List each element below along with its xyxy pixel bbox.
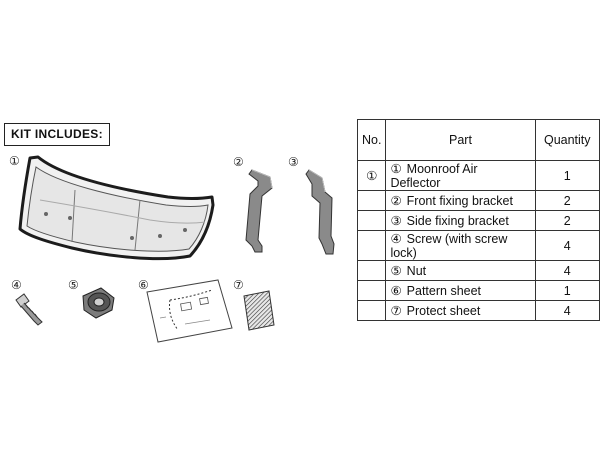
row-part-name: Screw (with screw lock) (390, 232, 508, 260)
row-quantity: 4 (534, 260, 600, 281)
row-no (356, 230, 387, 261)
row-part-name: Nut (406, 264, 427, 278)
row-part-name: Moonroof Air Deflector (390, 162, 478, 190)
nut-illustration (82, 287, 115, 319)
row-part-number: ④ (390, 231, 402, 246)
callout-3: ③ (288, 155, 299, 169)
row-no (356, 300, 387, 321)
row-quantity: 1 (534, 160, 600, 191)
screw-illustration (15, 293, 43, 326)
row-no (356, 280, 387, 301)
header-quantity: Quantity (534, 119, 600, 161)
callout-4: ④ (11, 278, 22, 292)
row-no (356, 210, 387, 231)
row-part-number: ⑦ (390, 303, 402, 318)
row-no: ① (356, 160, 387, 191)
front-bracket-illustration (245, 169, 273, 253)
row-quantity: 4 (534, 230, 600, 261)
row-part: ② Front fixing bracket (385, 190, 536, 211)
callout-5: ⑤ (68, 278, 79, 292)
table-header-row: No. Part Quantity (356, 119, 600, 161)
row-part-number: ② (390, 193, 402, 208)
row-part-name: Pattern sheet (406, 284, 482, 298)
row-part-number: ⑤ (390, 263, 402, 278)
row-quantity: 4 (534, 300, 600, 321)
protect-sheet-illustration (243, 290, 275, 331)
row-part-name: Front fixing bracket (406, 194, 513, 208)
row-part: ⑤ Nut (385, 260, 536, 281)
table-row: ⑦ Protect sheet 4 (356, 300, 600, 321)
header-part: Part (385, 119, 536, 161)
row-part-number: ⑥ (390, 283, 402, 298)
callout-1: ① (9, 154, 20, 168)
callout-2: ② (233, 155, 244, 169)
row-part: ③ Side fixing bracket (385, 210, 536, 231)
row-part-name: Protect sheet (406, 304, 481, 318)
side-bracket-illustration (305, 169, 335, 255)
row-part: ⑦ Protect sheet (385, 300, 536, 321)
row-no (356, 260, 387, 281)
table-row: ⑥ Pattern sheet 1 (356, 280, 600, 301)
table-row: ② Front fixing bracket 2 (356, 190, 600, 211)
row-quantity: 2 (534, 210, 600, 231)
row-quantity: 2 (534, 190, 600, 211)
kit-includes-label: KIT INCLUDES: (4, 123, 110, 146)
header-no: No. (356, 119, 387, 161)
table-row: ⑤ Nut 4 (356, 260, 600, 281)
callout-7: ⑦ (233, 278, 244, 292)
row-part-name: Side fixing bracket (406, 214, 509, 228)
row-part: ⑥ Pattern sheet (385, 280, 536, 301)
pattern-sheet-illustration (146, 279, 233, 343)
row-part-number: ③ (390, 213, 402, 228)
row-part-number: ① (390, 161, 402, 176)
air-deflector-illustration (18, 155, 215, 261)
callout-6: ⑥ (138, 278, 149, 292)
row-quantity: 1 (534, 280, 600, 301)
table-row: ③ Side fixing bracket 2 (356, 210, 600, 231)
row-no (356, 190, 387, 211)
